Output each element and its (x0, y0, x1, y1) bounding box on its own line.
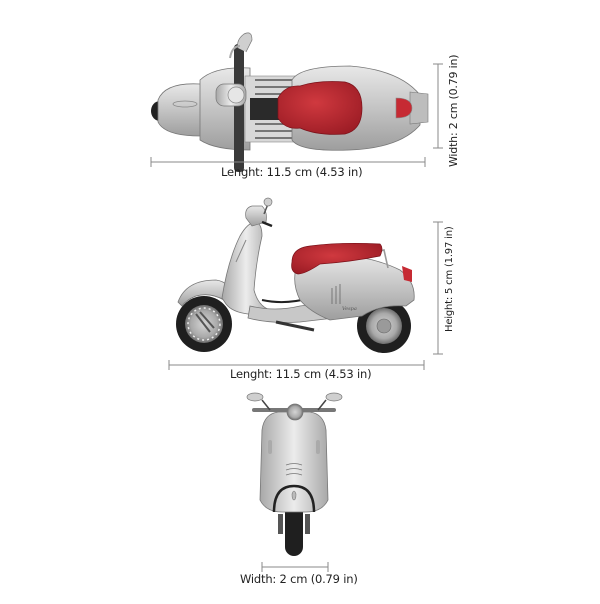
front-headlight (286, 403, 304, 421)
side-length-label: Lenght: 11.5 cm (4.53 in) (230, 367, 372, 381)
front-width-dimension-line (261, 562, 329, 572)
front-left-mirror (246, 392, 264, 402)
side-legshield (221, 221, 271, 315)
side-length-dimension-line (168, 360, 425, 370)
side-mirror (263, 197, 273, 207)
top-headlight (227, 86, 245, 104)
top-width-label: Width: 2 cm (0.79 in) (447, 54, 460, 167)
side-height-label: Height: 5 cm (1.97 in) (444, 226, 455, 332)
top-tail-light (395, 97, 413, 119)
front-tire (285, 500, 303, 556)
top-view-scooter (151, 32, 429, 172)
top-handlebar (234, 44, 244, 172)
top-mirror (237, 32, 253, 53)
side-seat (291, 242, 383, 275)
front-legshield (259, 411, 329, 513)
top-length-dimension-line (150, 157, 426, 167)
front-view-scooter (246, 392, 343, 556)
front-width-label: Width: 2 cm (0.79 in) (240, 572, 358, 586)
side-brand-script: Vespa (342, 306, 357, 312)
top-length-label: Lenght: 11.5 cm (4.53 in) (221, 165, 363, 179)
side-tail-light (402, 266, 412, 282)
side-height-dimension-line (433, 221, 443, 355)
front-right-mirror (325, 392, 343, 402)
side-view-scooter: Vespa (176, 197, 415, 353)
side-headset (245, 205, 267, 227)
top-width-dimension-line (433, 63, 443, 149)
top-seat (277, 81, 363, 135)
front-fender (272, 484, 316, 513)
